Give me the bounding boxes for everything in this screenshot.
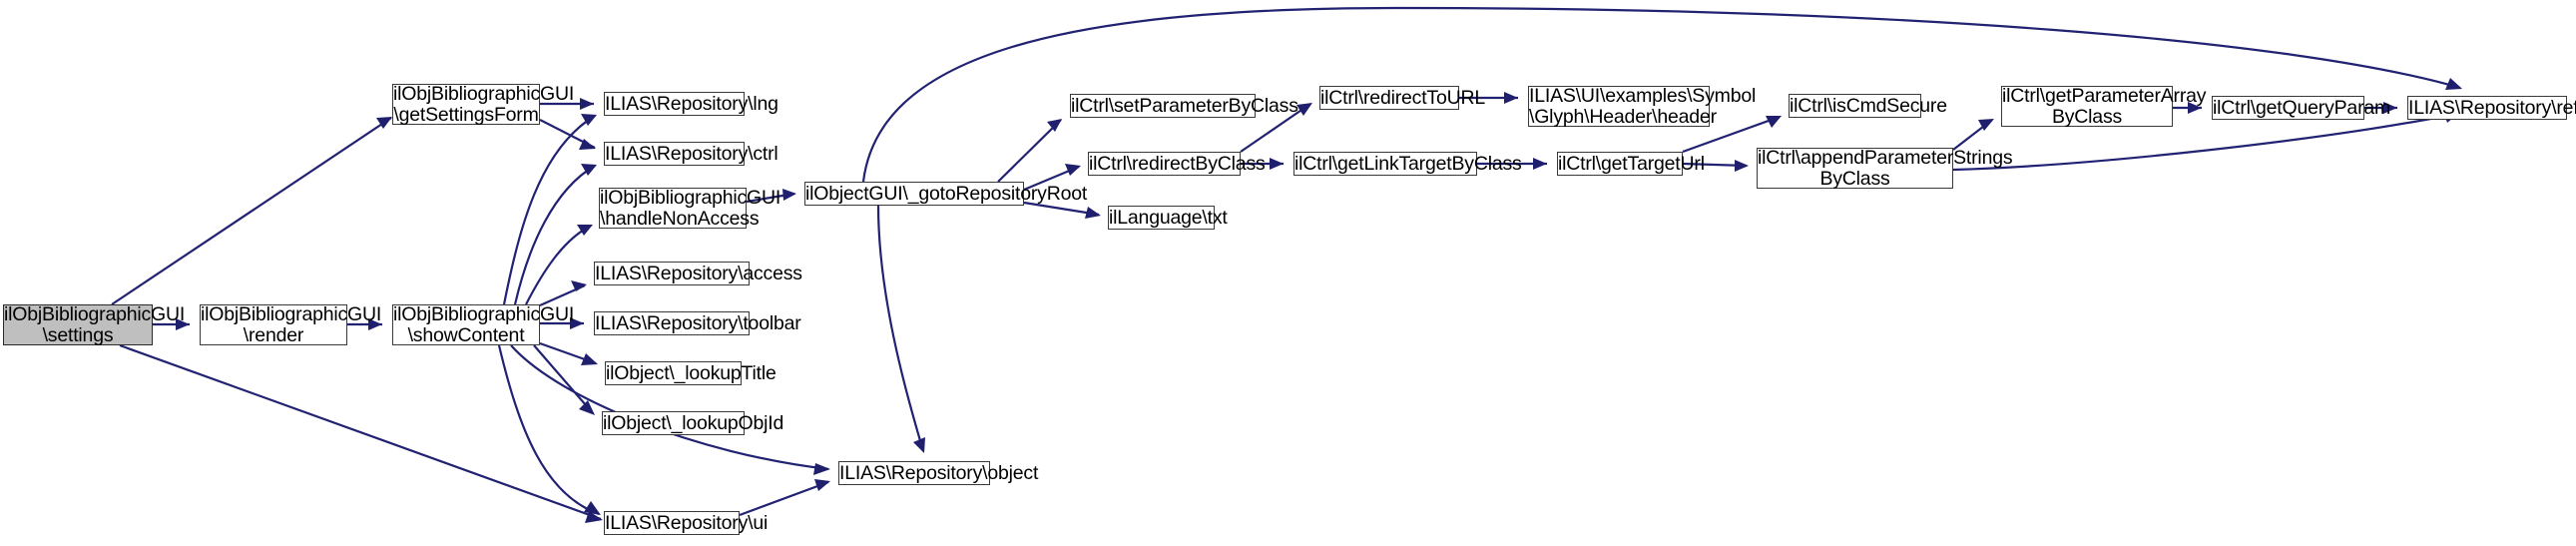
edge-arrowhead <box>1766 116 1782 128</box>
edge-arrowhead <box>581 164 597 176</box>
graph-node-ctrl[interactable]: ILIAS\Repository\ctrl <box>604 142 778 166</box>
graph-node-setParameterByClass[interactable]: ilCtrl\setParameterByClass <box>1070 94 1298 118</box>
graph-node-toolbar[interactable]: ILIAS\Repository\toolbar <box>594 311 801 335</box>
graph-node-label: ilCtrl\getLinkTargetByClass <box>1294 152 1522 175</box>
graph-node-getTargetUrl[interactable]: ilCtrl\getTargetUrl <box>1557 152 1705 176</box>
graph-node-object[interactable]: ILIAS\Repository\object <box>838 461 1039 485</box>
graph-node-label: ILIAS\UI\examples\Symbol \Glyph\Header\h… <box>1529 84 1757 128</box>
graph-node-label: ilCtrl\redirectToURL <box>1320 86 1486 109</box>
edge-arrowhead <box>1533 158 1547 170</box>
edge-arrowhead <box>176 318 190 330</box>
graph-node-label: ILIAS\Repository\ctrl <box>605 142 778 165</box>
edge-arrowhead <box>584 501 601 515</box>
edge-arrowhead <box>913 437 925 453</box>
edge-arrowhead <box>813 463 830 475</box>
edge-showcontent-ui <box>497 344 600 516</box>
graph-node-lng[interactable]: ILIAS\Repository\lng <box>604 92 778 116</box>
edge-arrowhead <box>1270 158 1284 170</box>
edge-arrowhead <box>2188 102 2202 114</box>
edge-arrowhead <box>376 117 392 129</box>
edge-ui-object <box>739 480 829 517</box>
graph-node-label: ILIAS\Repository\refinery <box>2408 96 2576 119</box>
graph-node-label: ILIAS\Repository\object <box>839 461 1039 484</box>
edge-arrowhead <box>2445 78 2462 90</box>
graph-node-label: ilCtrl\getTargetUrl <box>1558 152 1705 175</box>
edge-arrowhead <box>571 280 587 291</box>
edge-arrowhead <box>368 318 382 330</box>
edge-arrowhead <box>782 189 796 201</box>
edge-arrowhead <box>1065 164 1081 176</box>
graph-node-label: ilObjBibliographicGUI \getSettingsForm <box>393 82 575 126</box>
graph-node-settings[interactable]: ilObjBibliographicGUI \settings <box>3 302 186 346</box>
graph-node-appendParameterStringsByClass[interactable]: ilCtrl\appendParameterStrings ByClass <box>1757 146 2013 190</box>
edge-arrowhead <box>1296 103 1312 116</box>
graph-node-label: ilObjBibliographicGUI \showContent <box>393 302 575 346</box>
edge-showcontent-handlenonaccess <box>525 225 592 305</box>
graph-node-symbolGlyphHeader[interactable]: ILIAS\UI\examples\Symbol \Glyph\Header\h… <box>1528 84 1757 128</box>
edge-appendparameterstringsbyclass-refinery <box>1952 112 2458 172</box>
graph-node-label: ilObject\_lookupTitle <box>606 361 776 384</box>
graph-node-label: ILIAS\Repository\ui <box>605 511 769 534</box>
graph-node-lookupTitle[interactable]: ilObject\_lookupTitle <box>605 361 776 385</box>
graph-node-label: ilCtrl\isCmdSecure <box>1790 94 1947 117</box>
graph-node-render[interactable]: ilObjBibliographicGUI \render <box>200 302 382 346</box>
graph-node-label: ILIAS\Repository\toolbar <box>595 311 801 334</box>
edge-settings-getsettingsform <box>111 117 392 305</box>
edge-arrowhead <box>581 353 598 365</box>
graph-node-label: ilLanguage\txt <box>1109 206 1228 229</box>
edge-arrowhead <box>1978 119 1994 131</box>
edge-arrowhead <box>579 139 596 150</box>
graph-node-refinery[interactable]: ILIAS\Repository\refinery <box>2407 96 2576 120</box>
edge-arrowhead <box>577 225 593 236</box>
edge-gotorepositoryroot-refinery <box>861 6 2461 183</box>
edge-arrowhead <box>570 317 584 329</box>
graph-node-label: ILIAS\Repository\lng <box>605 92 778 115</box>
edge-arrowhead <box>580 98 594 110</box>
graph-node-label: ilCtrl\getParameterArray ByClass <box>2002 84 2207 128</box>
edge-arrowhead <box>1047 119 1062 132</box>
graph-node-showContent[interactable]: ilObjBibliographicGUI \showContent <box>392 302 575 346</box>
edge-gettargeturl-iscmdsecure <box>1682 115 1781 154</box>
edge-gotorepositoryroot-object <box>876 205 925 452</box>
edge-redirectbyclass-redirecttourl <box>1240 103 1311 153</box>
edge-arrowhead <box>1735 160 1749 172</box>
edge-settings-ui <box>119 343 602 521</box>
edge-arrowhead <box>585 511 603 523</box>
graph-node-label: ilObjectGUI\_gotoRepositoryRoot <box>805 182 1088 205</box>
graph-node-label: ILIAS\Repository\access <box>595 262 802 284</box>
graph-node-label: ilObjBibliographicGUI \render <box>201 302 382 346</box>
edge-showcontent-ctrl <box>513 165 596 305</box>
graph-node-gotoRepositoryRoot[interactable]: ilObjectGUI\_gotoRepositoryRoot <box>804 182 1088 206</box>
graph-node-txt[interactable]: ilLanguage\txt <box>1108 206 1228 230</box>
edge-showcontent-lookupobjid <box>533 344 594 414</box>
edge-arrowhead <box>1085 207 1101 219</box>
graph-node-label: ilCtrl\getQueryParam <box>2213 96 2391 119</box>
edge-gotorepositoryroot-setparameterbyclass <box>997 119 1062 183</box>
graph-node-getSettingsForm[interactable]: ilObjBibliographicGUI \getSettingsForm <box>392 82 575 126</box>
edge-showcontent-lng <box>502 115 596 305</box>
graph-node-ui[interactable]: ILIAS\Repository\ui <box>604 511 769 535</box>
graph-node-access[interactable]: ILIAS\Repository\access <box>594 262 802 285</box>
graph-node-isCmdSecure[interactable]: ilCtrl\isCmdSecure <box>1789 94 1947 118</box>
graph-node-getLinkTargetByClass[interactable]: ilCtrl\getLinkTargetByClass <box>1293 152 1522 176</box>
graph-node-handleNonAccess[interactable]: ilObjBibliographicGUI \handleNonAccess <box>599 186 781 230</box>
graph-node-getQueryParam[interactable]: ilCtrl\getQueryParam <box>2212 96 2391 120</box>
edge-arrowhead <box>1504 92 1518 104</box>
graph-node-label: ilObjBibliographicGUI \settings <box>4 302 186 346</box>
edge-arrowhead <box>2383 102 2397 114</box>
graph-node-redirectToURL[interactable]: ilCtrl\redirectToURL <box>1319 86 1486 110</box>
graph-node-lookupObjId[interactable]: ilObject\_lookupObjId <box>602 411 784 435</box>
graph-node-getParameterArrayByClass[interactable]: ilCtrl\getParameterArray ByClass <box>2001 84 2207 128</box>
edge-arrowhead <box>581 114 597 126</box>
graph-node-label: ilCtrl\appendParameterStrings ByClass <box>1758 146 2013 190</box>
graph-node-label: ilObject\_lookupObjId <box>603 411 784 434</box>
edge-arrowhead <box>579 400 595 415</box>
graph-node-redirectByClass[interactable]: ilCtrl\redirectByClass <box>1088 152 1266 176</box>
edge-arrowhead <box>814 479 830 491</box>
graph-node-label: ilObjBibliographicGUI \handleNonAccess <box>600 186 781 230</box>
graph-node-label: ilCtrl\redirectByClass <box>1089 152 1266 175</box>
graph-node-label: ilCtrl\setParameterByClass <box>1071 94 1298 117</box>
